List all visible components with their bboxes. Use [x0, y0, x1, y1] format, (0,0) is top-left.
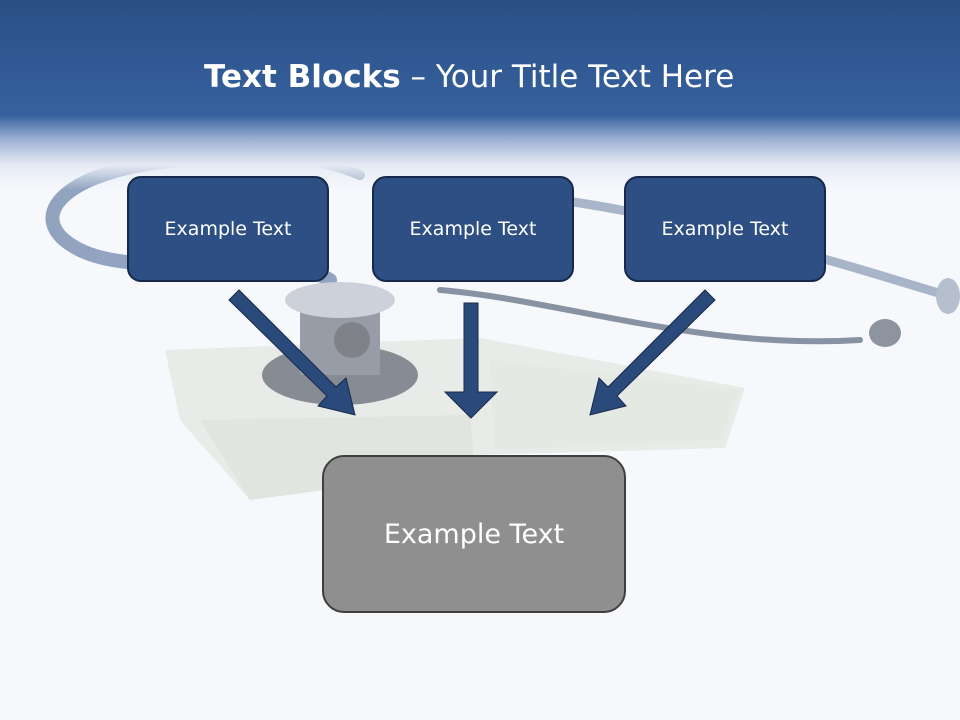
arrow-right — [589, 289, 716, 416]
title-banner — [0, 0, 960, 190]
top-text-block-3-label: Example Text — [661, 218, 789, 240]
slide-title: Text Blocks – Your Title Text Here — [204, 55, 734, 99]
target-text-block[interactable]: Example Text — [322, 455, 626, 613]
top-text-block-2-label: Example Text — [409, 218, 537, 240]
arrow-center — [443, 302, 499, 419]
top-text-block-2[interactable]: Example Text — [372, 176, 574, 282]
title-separator: – — [400, 59, 436, 95]
target-text-block-label: Example Text — [383, 518, 565, 550]
title-bold-part: Text Blocks — [204, 59, 401, 95]
arrow-left — [228, 289, 356, 416]
top-text-block-3[interactable]: Example Text — [624, 176, 826, 282]
title-rest: Your Title Text Here — [435, 59, 735, 95]
top-text-block-1[interactable]: Example Text — [127, 176, 329, 282]
top-text-block-1-label: Example Text — [164, 218, 292, 240]
